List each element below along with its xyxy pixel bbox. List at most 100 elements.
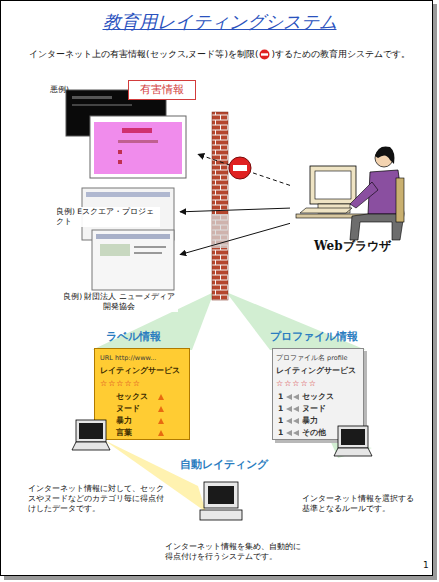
monitor-screen <box>315 171 351 199</box>
node-heading: 良例) 財団法人 ニューメディア開発協会 <box>60 292 178 312</box>
page-title: 教育用レイティングシステム <box>0 10 439 34</box>
stop-icon <box>259 49 270 60</box>
harmful-screenshot <box>90 116 186 178</box>
screen-bullet <box>118 160 122 164</box>
laptop-screen <box>79 423 103 439</box>
node-text: 1 <box>278 415 283 427</box>
screen-line <box>72 104 132 106</box>
description-text: インターネット情報を選択する基準となるルールです。 <box>302 494 420 514</box>
laptop <box>72 420 110 450</box>
node-text: 暴力 <box>116 415 132 427</box>
subtitle-text: )するための教育用システムです。 <box>271 48 410 61</box>
screen-line <box>118 140 158 143</box>
laptop-lid <box>338 426 368 448</box>
harmful-screen-area <box>94 122 182 174</box>
laptop-screen <box>341 429 365 445</box>
computer-base <box>200 510 242 520</box>
node-text: ヌード <box>302 403 326 415</box>
laptop-base <box>72 442 110 450</box>
person-hair <box>375 146 395 164</box>
stop-bar <box>233 165 247 171</box>
subtitle-text: インターネット上の有害情報(セックス,ヌード等)を制限( <box>29 48 258 61</box>
node-text: 1 <box>278 427 283 439</box>
node-heading: 良例) Eスクエア・プロジェクト <box>56 207 160 227</box>
node-heading: Webブラウザ <box>314 240 391 252</box>
screen-image <box>100 244 130 256</box>
page-frame <box>1 1 433 576</box>
blocked-arrow <box>198 154 290 185</box>
profile-info-card: プロファイル情報プロファイル名 profileレイティングサービス☆☆☆☆☆1セ… <box>262 330 372 445</box>
laptop-lid <box>76 420 106 442</box>
node-text: ヌード <box>116 403 140 415</box>
good-example: 良例) Eスクエア・プロジェクト <box>54 185 180 243</box>
server-computer <box>200 482 242 520</box>
stop-sign <box>229 157 251 179</box>
page-number: 1 <box>423 560 429 570</box>
arrow-glyph <box>286 394 292 400</box>
access-arrow <box>180 223 290 254</box>
node-text: ☆☆☆☆☆ <box>276 378 317 390</box>
monitor <box>310 166 356 204</box>
harmful-example: 悪例) 有害情報 <box>48 78 198 180</box>
rating-marker <box>158 418 164 424</box>
screen-line <box>122 128 152 133</box>
node-text: 言葉 <box>116 427 132 439</box>
subtitle-row: インターネット上の有害情報(セックス,ヌード等)を制限( )するための教育用システ… <box>0 48 439 61</box>
access-arrow <box>180 208 290 212</box>
rating-marker <box>158 406 164 412</box>
good-screenshot <box>92 230 174 290</box>
keyboard <box>300 208 352 213</box>
node-heading: 悪例) <box>50 84 69 96</box>
auto-rating: 自動レイティング <box>176 458 270 526</box>
laptop <box>334 426 372 456</box>
link-beam <box>330 440 372 458</box>
screen-line <box>134 252 162 254</box>
arrow-glyph <box>293 418 299 424</box>
link-beam <box>226 292 366 350</box>
node-heading: ラベル情報 <box>106 330 161 342</box>
node-text: ☆☆☆☆☆ <box>100 378 141 390</box>
description-text: インターネット情報を集め、自動的に得点付けを行うシステムです。 <box>165 542 305 562</box>
user-at-computer <box>296 146 404 240</box>
stop-icon-disc <box>260 50 270 60</box>
description-text: インターネット情報に対して、セックスやヌードなどのカテゴリ毎に得点付けしたデータ… <box>28 484 168 514</box>
screen-line <box>86 192 170 197</box>
screen-line <box>96 234 170 239</box>
firewall-wall <box>212 112 228 300</box>
arrow-glyph <box>293 430 299 436</box>
good-example: 良例) 財団法人 ニューメディア開発協会 <box>58 228 180 316</box>
screen-line <box>134 246 166 248</box>
node-text: レイティングサービス <box>100 365 180 377</box>
laptop-base <box>334 448 372 456</box>
arrow-glyph <box>293 406 299 412</box>
label-info-card: ラベル情報 URL http://www...レイティングサービス☆☆☆☆☆セック… <box>86 330 196 445</box>
screen-line <box>72 96 112 99</box>
node-text: セックス <box>302 391 334 403</box>
node-text: プロファイル名 profile <box>276 352 348 364</box>
stop-icon-bar <box>261 53 268 55</box>
arrow-glyph <box>286 418 292 424</box>
node-text: 1 <box>278 391 283 403</box>
node-text: URL http://www... <box>100 352 156 364</box>
node-text: 暴力 <box>302 415 318 427</box>
arrow-glyph <box>293 394 299 400</box>
arrow-glyph <box>286 430 292 436</box>
chair-back <box>396 178 404 222</box>
node-heading: 自動レイティング <box>180 458 268 470</box>
node-text: 有害情報 <box>128 80 196 100</box>
node-text: 1 <box>278 403 283 415</box>
person-arm <box>350 182 378 208</box>
node-heading: プロファイル情報 <box>270 330 358 342</box>
web-browser-user: Webブラウザ <box>290 150 412 262</box>
arrow-glyph <box>286 406 292 412</box>
screen-bullet <box>118 150 122 154</box>
monitor <box>204 482 238 508</box>
rating-marker <box>158 430 164 436</box>
node-text: レイティングサービス <box>276 365 356 377</box>
profile-arrows <box>286 394 299 436</box>
node-text: その他 <box>302 427 326 439</box>
monitor-screen <box>208 486 234 504</box>
rating-marker <box>158 394 164 400</box>
node-text: セックス <box>116 391 148 403</box>
